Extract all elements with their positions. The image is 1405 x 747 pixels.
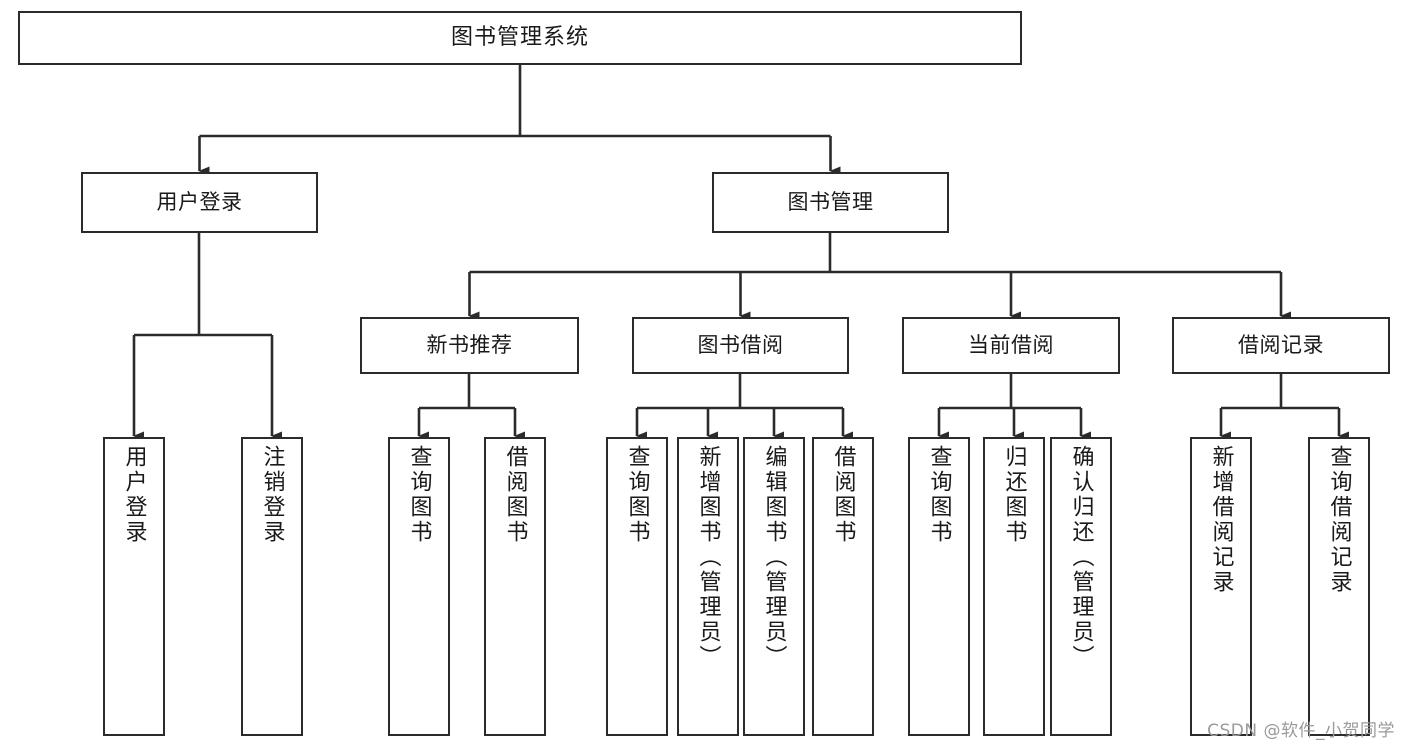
node-leaf-edit-book: 编辑图书（管理员） bbox=[743, 437, 805, 736]
node-label: 当前借阅 bbox=[968, 333, 1054, 358]
node-new-book-rec: 新书推荐 bbox=[360, 317, 579, 374]
node-leaf-query-rec: 查询借阅记录 bbox=[1308, 437, 1370, 736]
node-label: 借阅图书 bbox=[830, 445, 856, 545]
node-label: 新增图书（管理员） bbox=[695, 445, 721, 670]
node-leaf-add-rec: 新增借阅记录 bbox=[1190, 437, 1252, 736]
node-leaf-return: 归还图书 bbox=[983, 437, 1045, 736]
node-label: 归还图书 bbox=[1001, 445, 1027, 545]
node-leaf-query-2: 查询图书 bbox=[606, 437, 668, 736]
node-leaf-query-3: 查询图书 bbox=[908, 437, 970, 736]
node-label: 图书借阅 bbox=[697, 333, 784, 358]
node-label: 借阅图书 bbox=[502, 445, 528, 545]
node-leaf-user-login: 用户登录 bbox=[103, 437, 165, 736]
node-leaf-add-book: 新增图书（管理员） bbox=[677, 437, 739, 736]
node-label: 图书管理 bbox=[787, 190, 874, 215]
node-current-borrow: 当前借阅 bbox=[902, 317, 1120, 374]
node-label: 用户登录 bbox=[121, 445, 147, 545]
node-borrow-record: 借阅记录 bbox=[1172, 317, 1390, 374]
node-label: 确认归还（管理员） bbox=[1068, 445, 1094, 670]
node-label: 图书管理系统 bbox=[450, 25, 589, 51]
node-leaf-query-1: 查询图书 bbox=[388, 437, 450, 736]
node-book-manage: 图书管理 bbox=[712, 172, 949, 233]
node-label: 借阅记录 bbox=[1238, 333, 1324, 358]
node-label: 用户登录 bbox=[156, 190, 243, 215]
node-book-borrow: 图书借阅 bbox=[632, 317, 849, 374]
node-label: 查询借阅记录 bbox=[1326, 445, 1352, 595]
node-label: 注销登录 bbox=[259, 445, 285, 545]
node-label: 查询图书 bbox=[926, 445, 952, 545]
node-leaf-borrow-1: 借阅图书 bbox=[484, 437, 546, 736]
node-label: 查询图书 bbox=[406, 445, 432, 545]
node-root: 图书管理系统 bbox=[18, 11, 1022, 65]
node-leaf-confirm: 确认归还（管理员） bbox=[1050, 437, 1112, 736]
node-leaf-logout: 注销登录 bbox=[241, 437, 303, 736]
node-label: 编辑图书（管理员） bbox=[761, 445, 787, 670]
node-label: 新增借阅记录 bbox=[1208, 445, 1234, 595]
node-label: 查询图书 bbox=[624, 445, 650, 545]
node-label: 新书推荐 bbox=[426, 333, 513, 358]
node-leaf-borrow-2: 借阅图书 bbox=[812, 437, 874, 736]
node-user-login: 用户登录 bbox=[81, 172, 318, 233]
